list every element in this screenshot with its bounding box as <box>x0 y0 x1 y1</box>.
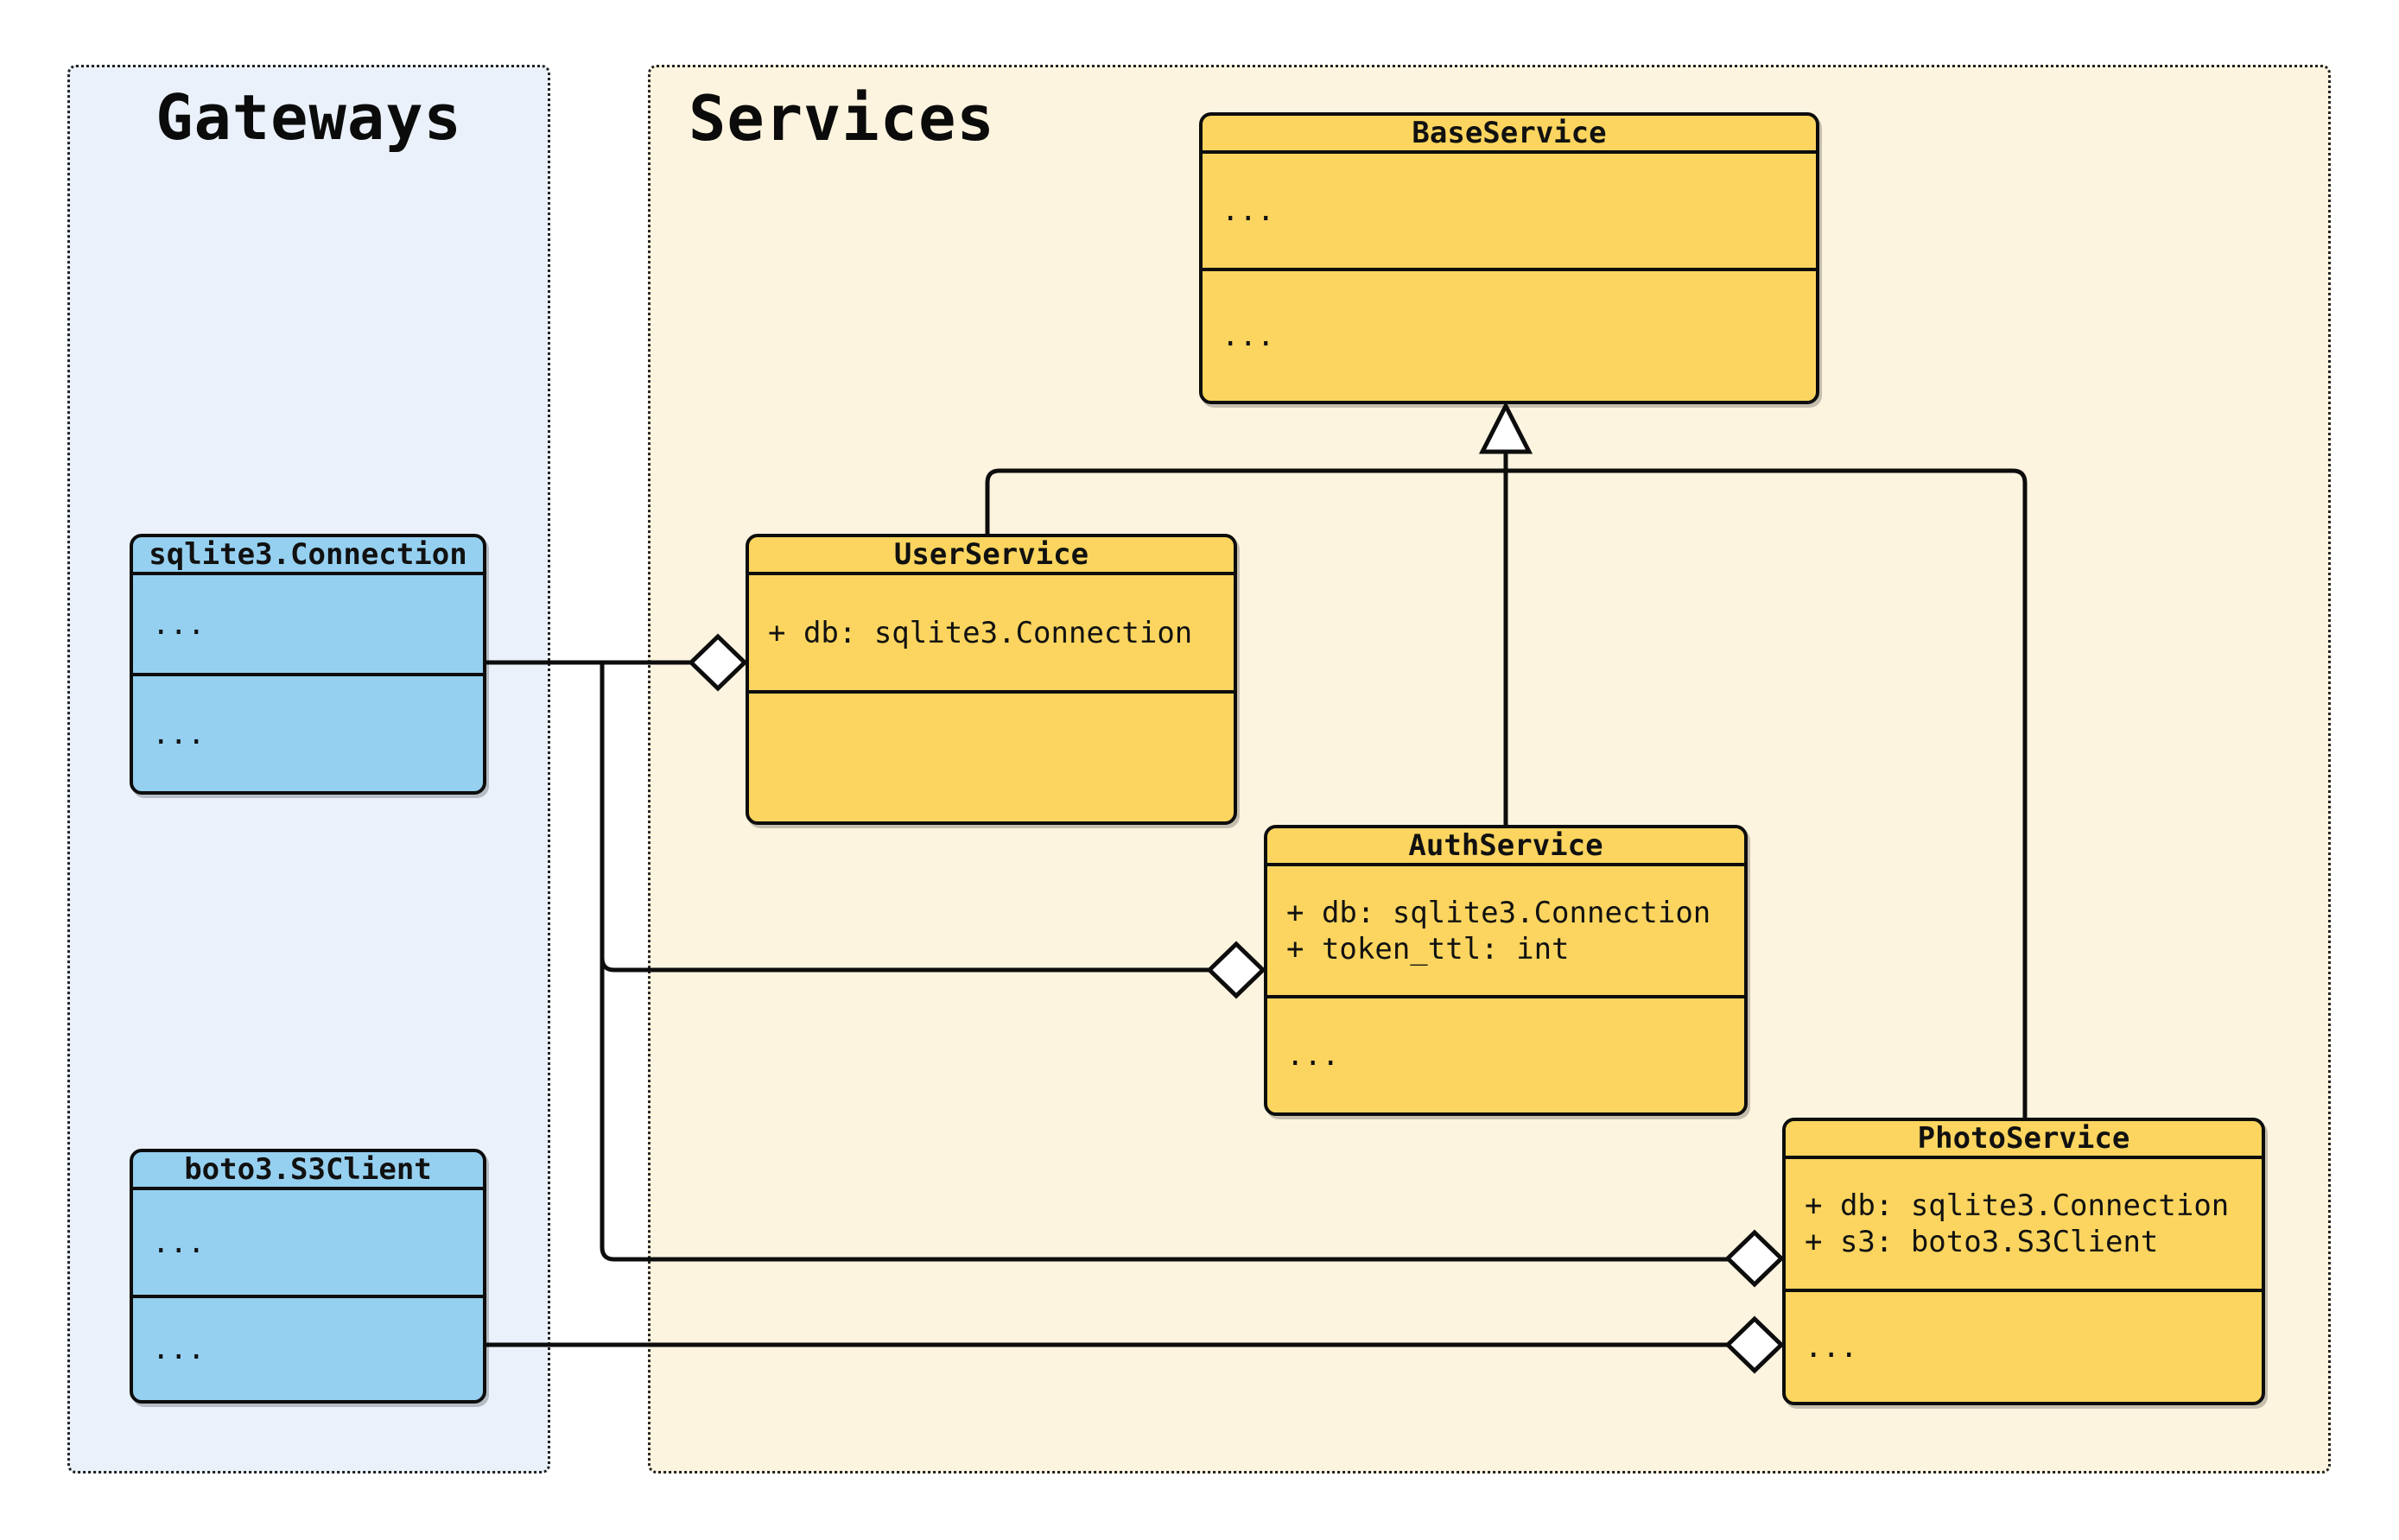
edge-sqlite-photoservice <box>600 662 1728 1262</box>
aggregation-diamond-authservice-icon <box>1206 941 1266 999</box>
class-attributes: + db: sqlite3.Connection + s3: boto3.S3C… <box>1786 1159 2262 1292</box>
aggregation-diamond-photoservice-db-icon <box>1724 1229 1785 1288</box>
class-title: sqlite3.Connection <box>133 537 483 575</box>
class-base-service: BaseService ... ... <box>1199 112 1819 404</box>
class-title: PhotoService <box>1786 1121 2262 1159</box>
group-gateways-label: Gateways <box>155 81 462 154</box>
class-attributes: ... <box>1203 154 1816 271</box>
class-methods: ... <box>152 1332 206 1366</box>
inheritance-triangle-icon <box>1478 401 1533 454</box>
class-title: BaseService <box>1203 116 1816 154</box>
class-photo-service: PhotoService + db: sqlite3.Connection + … <box>1782 1118 2265 1405</box>
class-methods <box>749 694 1234 821</box>
class-title: boto3.S3Client <box>133 1152 483 1190</box>
class-methods: ... <box>1805 1329 1858 1365</box>
class-attributes: + db: sqlite3.Connection <box>749 575 1234 694</box>
class-methods: ... <box>152 716 206 751</box>
edge-sqlite-authservice <box>600 957 1209 973</box>
class-auth-service: AuthService + db: sqlite3.Connection + t… <box>1264 825 1748 1116</box>
aggregation-diamond-photoservice-s3-icon <box>1724 1315 1785 1374</box>
class-sqlite3-connection: sqlite3.Connection ... ... <box>130 534 486 795</box>
class-methods: ... <box>1286 1038 1340 1073</box>
class-attributes: + db: sqlite3.Connection + token_ttl: in… <box>1267 866 1744 998</box>
aggregation-diamond-userservice-icon <box>688 633 748 692</box>
group-services-label: Services <box>689 82 995 155</box>
class-attributes: ... <box>133 1190 483 1298</box>
class-title: AuthService <box>1267 828 1744 866</box>
class-boto3-s3client: boto3.S3Client ... ... <box>130 1149 486 1404</box>
class-methods: ... <box>1222 319 1275 353</box>
class-user-service: UserService + db: sqlite3.Connection <box>746 534 1237 825</box>
class-attributes: ... <box>133 575 483 676</box>
class-title: UserService <box>749 537 1234 575</box>
